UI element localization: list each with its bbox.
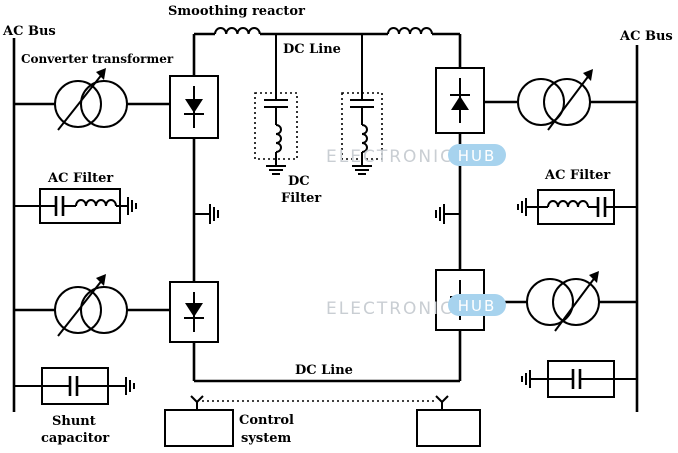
label-control-system-1: Control <box>239 413 294 428</box>
label-shunt-capacitor-2: capacitor <box>41 431 109 446</box>
midpoint-ground-right <box>435 204 460 224</box>
converter-right-top <box>435 67 485 134</box>
label-control-system-2: system <box>241 431 291 446</box>
dc-filter-right <box>341 34 383 175</box>
shunt-capacitor-right <box>521 360 637 398</box>
dc-loop-wires <box>192 32 462 383</box>
label-ac-filter-left: AC Filter <box>47 171 113 186</box>
label-dc-filter-2: Filter <box>281 191 321 206</box>
label-smoothing-reactor: Smoothing reactor <box>168 4 305 19</box>
converter-transformer-left-bottom <box>14 274 170 337</box>
label-ac-bus-right: AC Bus <box>619 29 673 44</box>
watermark-brand-top: ELECTRONICS <box>326 147 467 167</box>
watermark-brand-bottom: ELECTRONICS <box>326 299 467 319</box>
label-ac-filter-right: AC Filter <box>544 168 610 183</box>
watermark-badge-top-bg <box>448 144 506 166</box>
watermark-top: ELECTRONICS HUB <box>326 144 506 167</box>
label-dc-line-top: DC Line <box>283 42 341 57</box>
shunt-capacitor-left <box>14 367 135 405</box>
ac-filter-right <box>517 189 637 225</box>
label-ac-bus-left: AC Bus <box>2 24 56 39</box>
control-system <box>164 395 481 447</box>
dc-filter-left <box>254 34 298 175</box>
converter-transformer-right-top <box>484 69 637 131</box>
midpoint-ground-left <box>194 204 219 224</box>
label-converter-transformer: Converter transformer <box>21 52 174 66</box>
watermark-badge-top: HUB <box>458 147 497 165</box>
converter-transformer-left-top <box>14 68 170 131</box>
watermark-bottom: ELECTRONICS HUB <box>326 294 506 319</box>
smoothing-reactor-right <box>387 27 433 35</box>
converter-transformer-right-bottom <box>484 271 637 332</box>
watermark-badge-bottom: HUB <box>458 297 497 315</box>
label-dc-line-bottom: DC Line <box>295 363 353 378</box>
label-dc-filter-1: DC <box>288 174 310 189</box>
converter-left-bottom <box>169 281 219 343</box>
converter-left-top <box>169 75 219 139</box>
ac-filter-left <box>14 188 137 224</box>
smoothing-reactor-left <box>214 27 261 35</box>
label-shunt-capacitor-1: Shunt <box>52 414 96 429</box>
watermark-badge-bottom-bg <box>448 294 506 316</box>
